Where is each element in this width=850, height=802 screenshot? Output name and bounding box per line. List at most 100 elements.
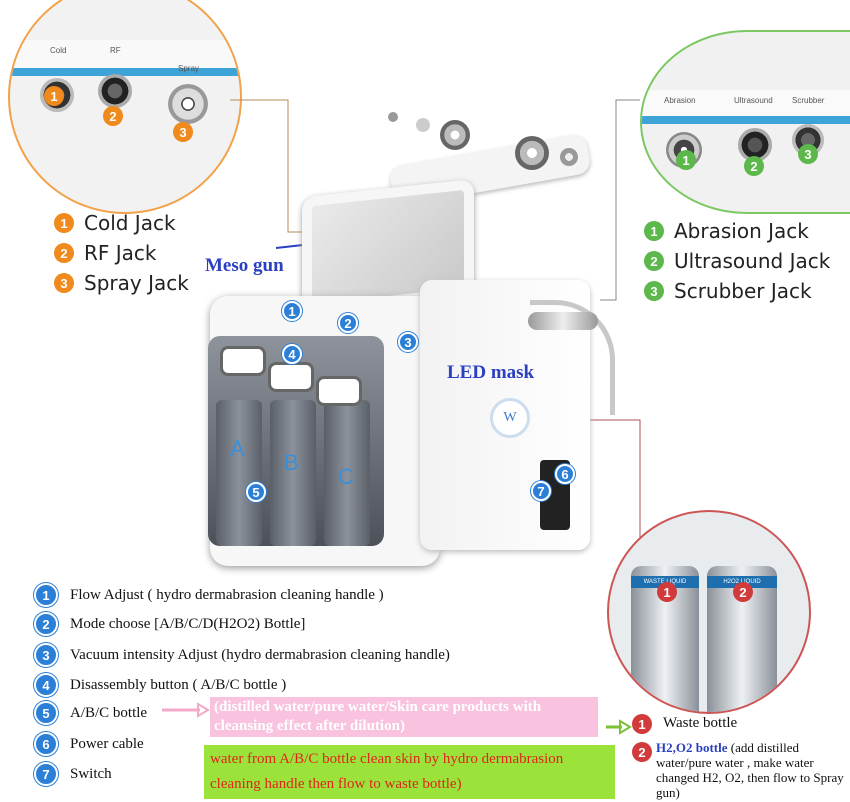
jack-panel-strip bbox=[10, 68, 240, 76]
jack-panel-strip bbox=[642, 116, 850, 124]
machine-badge-7: 7 bbox=[531, 481, 551, 501]
legend-num: 6 bbox=[34, 732, 58, 756]
orange-num-badge: 3 bbox=[54, 273, 74, 293]
right-inset-badge-3: 3 bbox=[798, 144, 818, 164]
waste-num-badge: 1 bbox=[632, 714, 652, 734]
jack-panel-top bbox=[642, 90, 850, 116]
pink-note-text: (distilled water/pure water/Skin care pr… bbox=[214, 699, 542, 734]
left-jack-list: 1 Cold Jack 2 RF Jack 3 Spray Jack bbox=[54, 208, 189, 298]
bottles-inset-badge-2: 2 bbox=[733, 582, 753, 602]
logo-letter: W bbox=[503, 410, 517, 425]
left-inset-badge-3: 3 bbox=[173, 122, 193, 142]
bottle-button[interactable] bbox=[316, 376, 362, 406]
orange-num-badge: 1 bbox=[54, 213, 74, 233]
jack-label: RF Jack bbox=[84, 241, 157, 265]
legend-text: Switch bbox=[70, 765, 112, 782]
h2o2-title: H2,O2 bottle bbox=[656, 740, 728, 755]
rf-label: RF bbox=[110, 46, 121, 55]
bottle-button[interactable] bbox=[220, 346, 266, 376]
green-arrow-icon bbox=[606, 719, 632, 735]
legend-row-6: 6 Power cable bbox=[34, 732, 144, 756]
legend-row-2: 2 Mode choose [A/B/C/D(H2O2) Bottle] bbox=[34, 612, 305, 636]
handpiece-icon bbox=[515, 136, 549, 170]
jack-label: Spray Jack bbox=[84, 271, 189, 295]
legend-num: 5 bbox=[34, 701, 58, 725]
jack-label: Cold Jack bbox=[84, 211, 176, 235]
h2o2-num-badge: 2 bbox=[632, 742, 652, 762]
legend-num: 7 bbox=[34, 762, 58, 786]
left-inset-badge-1: 1 bbox=[44, 86, 64, 106]
left-inset-badge-2: 2 bbox=[103, 106, 123, 126]
green-num-badge: 3 bbox=[644, 281, 664, 301]
spray-label: Spray bbox=[178, 64, 199, 73]
legend-text: Disassembly button ( A/B/C bottle ) bbox=[70, 676, 287, 693]
legend-row-4: 4 Disassembly button ( A/B/C bottle ) bbox=[34, 673, 286, 697]
orange-num-badge: 2 bbox=[54, 243, 74, 263]
abrasion-label: Abrasion bbox=[664, 96, 696, 105]
bottle-c: C bbox=[324, 400, 370, 546]
cold-label: Cold bbox=[50, 46, 67, 55]
legend-num: 3 bbox=[34, 643, 58, 667]
jack-label: Scrubber Jack bbox=[674, 279, 812, 303]
legend-text: Power cable bbox=[70, 735, 144, 752]
green-note-text: water from A/B/C bottle clean skin by hy… bbox=[210, 751, 564, 792]
waste-bottle-label: Waste bottle bbox=[663, 715, 738, 731]
right-inset-badge-2: 2 bbox=[744, 156, 764, 176]
green-note: water from A/B/C bottle clean skin by hy… bbox=[204, 745, 615, 799]
right-jack-row: 1 Abrasion Jack bbox=[644, 216, 830, 246]
ultrasound-label: Ultrasound bbox=[734, 96, 773, 105]
legend-row-1: 1 Flow Adjust ( hydro dermabrasion cleani… bbox=[34, 583, 384, 607]
legend-row-3: 3 Vacuum intensity Adjust (hydro dermabra… bbox=[34, 643, 450, 667]
handpiece-icon bbox=[560, 148, 578, 166]
right-jack-row: 3 Scrubber Jack bbox=[644, 276, 830, 306]
brand-logo: W bbox=[490, 398, 530, 438]
h2o2-text: (add distilled water/pure water , make w… bbox=[656, 740, 844, 800]
meso-gun-label: Meso gun bbox=[205, 255, 284, 276]
led-mask-label: LED mask bbox=[447, 362, 535, 383]
right-jack-inset: Abrasion Ultrasound Scrubber 1 2 3 bbox=[640, 30, 850, 214]
bottle-letter: A bbox=[230, 436, 245, 461]
legend-num: 1 bbox=[34, 583, 58, 607]
jack-panel-top bbox=[10, 40, 240, 68]
bottle-a: A bbox=[216, 400, 262, 546]
machine-badge-2: 2 bbox=[338, 313, 358, 333]
connector-plugs bbox=[528, 312, 598, 330]
legend-text: Vacuum intensity Adjust (hydro dermabras… bbox=[70, 646, 450, 663]
bottles-inset: WASTE LIQUID H2O2 LIQUID 1 2 bbox=[607, 510, 811, 714]
legend-text: Mode choose [A/B/C/D(H2O2) Bottle] bbox=[70, 615, 306, 632]
legend-row-7: 7 Switch bbox=[34, 762, 112, 786]
handpiece-icon bbox=[440, 120, 470, 150]
h2o2-bottle-label: H2,O2 bottle (add distilled water/pure w… bbox=[656, 740, 848, 800]
bottle-letter: B bbox=[284, 450, 299, 475]
legend-num: 2 bbox=[34, 612, 58, 636]
jack-label: Ultrasound Jack bbox=[674, 249, 831, 273]
jack-label: Abrasion Jack bbox=[674, 219, 809, 243]
bottles-inset-badge-1: 1 bbox=[657, 582, 677, 602]
scrubber-label: Scrubber bbox=[792, 96, 825, 105]
bottle-letter: C bbox=[338, 464, 354, 489]
pink-note: (distilled water/pure water/Skin care pr… bbox=[210, 697, 598, 737]
left-jack-row: 1 Cold Jack bbox=[54, 208, 189, 238]
bottle-b: B bbox=[270, 400, 316, 546]
handpiece-icon bbox=[388, 112, 398, 122]
left-jack-inset: Cold RF Spray 1 2 3 bbox=[8, 0, 242, 214]
bottle-button[interactable] bbox=[268, 362, 314, 392]
machine-badge-1: 1 bbox=[282, 301, 302, 321]
machine-badge-6: 6 bbox=[555, 464, 575, 484]
left-jack-row: 3 Spray Jack bbox=[54, 268, 189, 298]
machine-badge-5: 5 bbox=[246, 482, 266, 502]
green-num-badge: 1 bbox=[644, 221, 664, 241]
pink-arrow-icon bbox=[162, 702, 210, 718]
right-inset-badge-1: 1 bbox=[676, 150, 696, 170]
spray-connector-icon bbox=[168, 84, 208, 124]
handpiece-icon bbox=[416, 118, 430, 132]
rf-connector-icon bbox=[98, 74, 132, 108]
cable bbox=[530, 300, 615, 415]
left-jack-row: 2 RF Jack bbox=[54, 238, 189, 268]
legend-text: Flow Adjust ( hydro dermabrasion cleanin… bbox=[70, 586, 384, 603]
legend-num: 4 bbox=[34, 673, 58, 697]
machine-badge-4: 4 bbox=[282, 344, 302, 364]
